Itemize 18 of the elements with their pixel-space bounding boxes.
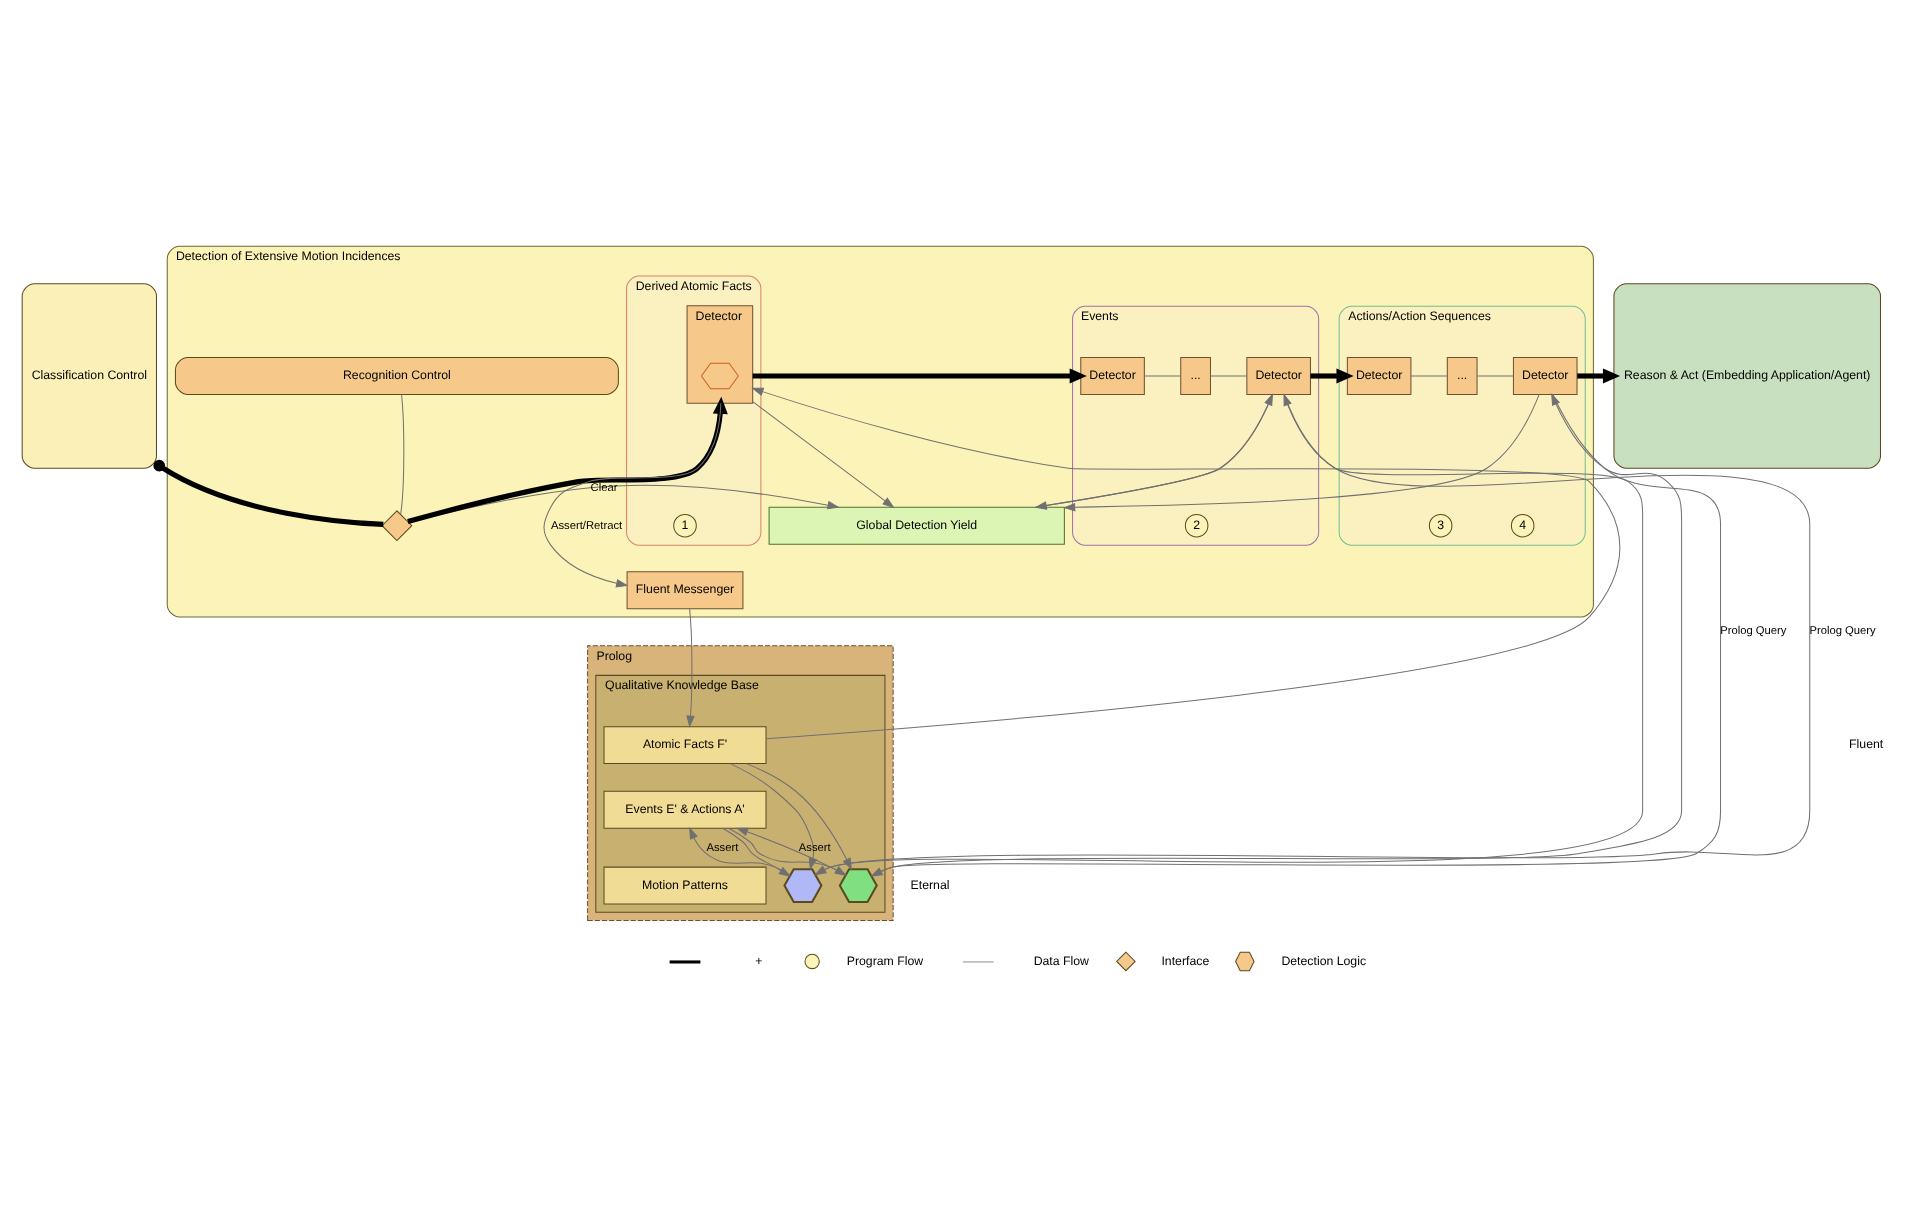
- node-hexagon: [782, 867, 822, 902]
- connector: [1142, 374, 1180, 376]
- node-diamond: [380, 509, 412, 541]
- arrow: [1576, 367, 1620, 383]
- node-hexagon: [699, 361, 738, 389]
- connector: [1409, 374, 1447, 376]
- node-hexagon: [837, 867, 877, 902]
- connector: [1209, 374, 1247, 376]
- arrow: [751, 400, 894, 508]
- arrow: [750, 386, 1620, 739]
- connector: [1475, 374, 1513, 376]
- connector: [152, 458, 383, 526]
- connector: [399, 393, 404, 514]
- arrow: [542, 401, 721, 587]
- arrow: [406, 395, 727, 524]
- arrow: [1309, 367, 1353, 383]
- arrow: [751, 367, 1086, 383]
- arrow: [685, 607, 694, 727]
